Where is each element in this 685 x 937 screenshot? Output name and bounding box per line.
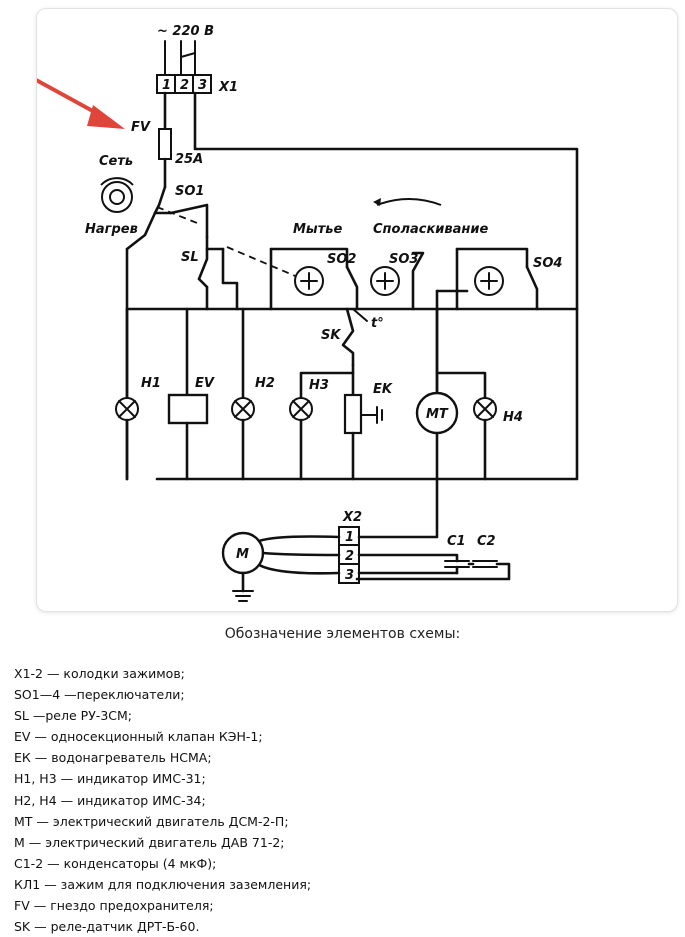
x1-terminal-3: 3 [198,78,207,93]
so4-label: SO4 [533,256,562,271]
x2-terminal-3: 3 [345,568,354,583]
mode-net-label: Сеть [99,154,133,169]
supply-label: ~ 220 В [157,24,214,39]
legend-item: КЛ1 — зажим для подключения заземления; [14,876,312,892]
so1-label: SO1 [175,184,204,199]
legend-item: SL —реле РУ-3СМ; [14,708,132,724]
ev-label: EV [195,376,215,391]
c2-label: C2 [477,534,496,549]
lamp-h3 [289,371,355,481]
mode-rinse-label: Споласкивание [373,222,488,237]
sl-label: SL [181,250,199,265]
switch-so3 [345,251,425,311]
temp-mark: t° [371,316,384,331]
x2-label: X2 [342,510,362,525]
m-label: M [236,547,249,562]
legend-item: Н1, Н3 — индикатор ИМС-31; [14,771,206,787]
x1-label: X1 [218,80,238,95]
fuse-rating: 25А [175,152,203,167]
legend-item: М — электрический двигатель ДАВ 71-2; [14,834,285,850]
fv-label: FV [131,120,151,135]
motor-mt: MT [415,307,459,435]
x2-terminal-1: 1 [345,530,354,545]
legend-item: ЕК — водонагреватель НСМА; [14,750,212,766]
x2-terminal-2: 2 [345,549,354,564]
lamp-h1 [115,307,139,481]
h4-label: H4 [503,410,523,425]
wiring-diagram: ~ 220 В 1 2 3 X1 FV 25А Сеть SO1 [37,24,579,602]
terminal-block-x2: 1 2 3 [338,526,360,584]
sk-label: SK [321,328,341,343]
schematic-card: ~ 220 В 1 2 3 X1 FV 25А Сеть SO1 [36,8,678,612]
capacitors-c1-c2 [355,477,511,581]
lamp-h4 [435,371,497,481]
c1-label: C1 [447,534,466,549]
mt-label: MT [426,407,449,422]
motor-m: M [221,531,341,602]
legend-item: EV — односекционный клапан КЭН-1; [14,729,263,745]
h1-label: H1 [141,376,161,391]
terminal-block-x1: 1 2 3 [156,74,212,94]
relay-sl [197,235,308,311]
legend-item: FV — гнездо предохранителя; [14,898,214,914]
switch-so4 [435,247,539,481]
pointer-arrow [37,78,125,129]
legend-item: МТ — электрический двигатель ДСМ-2-П; [14,813,289,829]
ek-label: EK [373,382,393,397]
mode-wash-label: Мытье [293,222,342,237]
legend-item: С1-2 — конденсаторы (4 мкФ); [14,855,217,871]
switch-so2 [269,247,349,311]
x1-terminal-2: 2 [180,78,189,93]
legend-item: Н2, Н4 — индикатор ИМС-34; [14,792,206,808]
h2-label: H2 [255,376,275,391]
lamp-h2 [231,307,255,481]
x1-terminal-1: 1 [162,78,171,93]
mode-heat-label: Нагрев [85,222,138,237]
h3-label: H3 [309,378,329,393]
legend-item: SO1—4 —переключатели; [14,687,185,703]
legend-caption: Обозначение элементов схемы: [224,626,461,642]
so3-label: SO3 [389,252,418,267]
legend-item: SK — реле-датчик ДРТ-Б-60. [14,919,200,935]
supply-leads [164,40,196,76]
legend-list: Х1-2 — колодки зажимов; SO1—4 —переключат… [14,663,311,937]
heater-ek [343,363,383,481]
fuse-fv [158,91,172,189]
sensor-sk [341,307,368,367]
heat-branch [125,211,157,251]
switch-so1 [100,177,209,239]
so2-label: SO2 [327,252,356,267]
valve-ev [167,307,209,481]
legend-item: Х1-2 — колодки зажимов; [14,666,185,681]
